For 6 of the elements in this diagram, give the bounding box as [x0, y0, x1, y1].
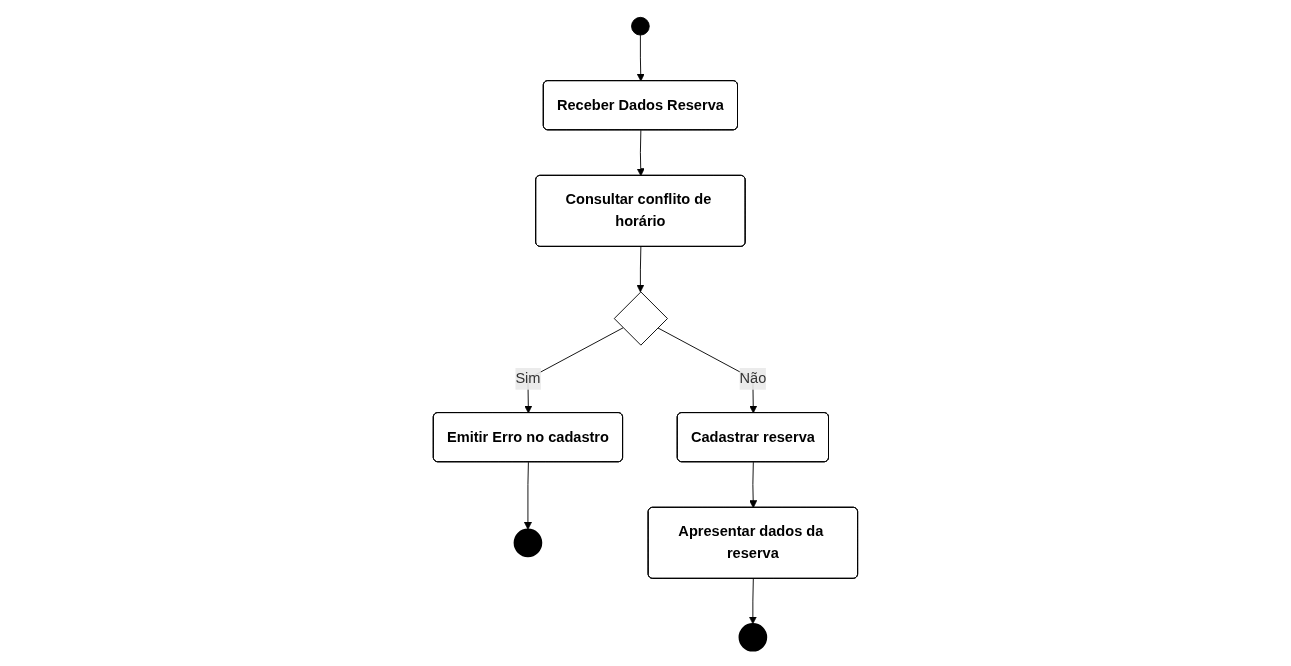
node-circle	[631, 16, 650, 36]
node-diamond	[613, 291, 668, 346]
edge-label: Não	[739, 370, 767, 387]
node-circle	[738, 622, 768, 652]
node-circle	[513, 528, 543, 558]
edge-label: Sim	[515, 370, 541, 387]
